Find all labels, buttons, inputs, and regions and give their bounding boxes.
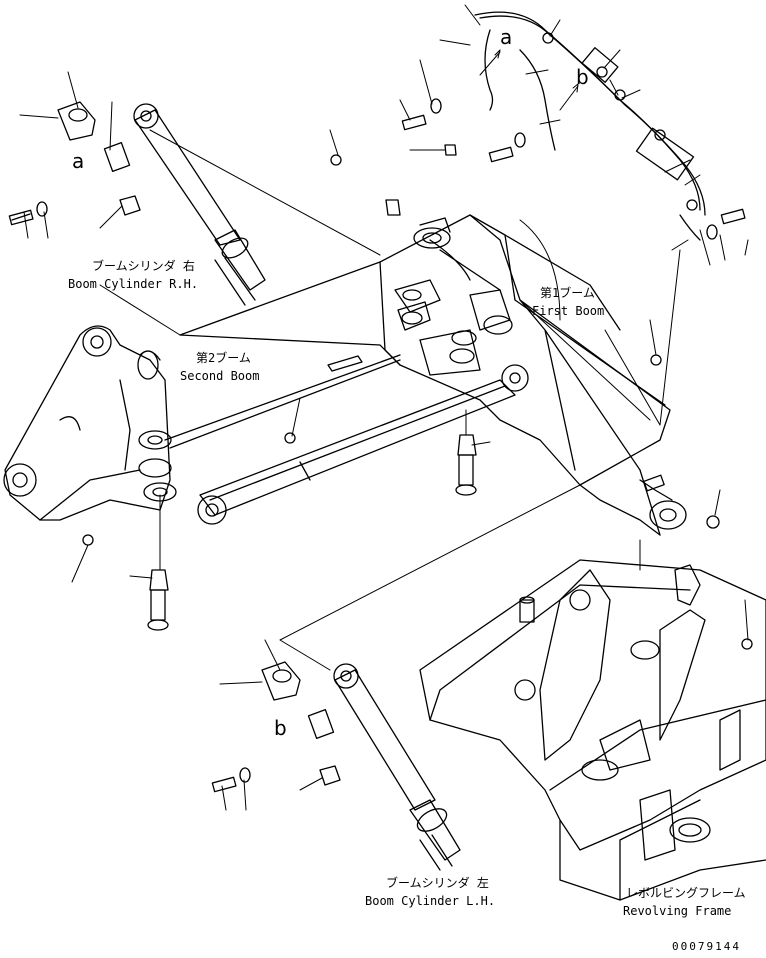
- second-boom: [3, 325, 177, 521]
- arm-cylinder: [164, 354, 529, 525]
- wiring-harness: [474, 11, 706, 241]
- second-boom-en: Second Boom: [180, 369, 259, 383]
- label-first-boom: 第1ブーム First Boom: [532, 285, 604, 318]
- boom-cylinder-lh: [333, 663, 461, 871]
- leader-lines: [19, 4, 749, 811]
- label-second-boom: 第2ブーム Second Boom: [180, 350, 259, 383]
- label-boom-cylinder-rh: ブームシリンダ 右 Boom Cylinder R.H.: [68, 258, 198, 291]
- callout-a-left: a: [72, 149, 84, 173]
- callout-b-left: b: [274, 716, 287, 740]
- revolving-frame-jp: レボルビングフレーム: [626, 886, 746, 900]
- revolving-frame-en: Revolving Frame: [623, 904, 731, 918]
- boom-cylinder-rh-jp: ブームシリンダ 右: [92, 258, 195, 273]
- boom-cylinder-rh: [133, 103, 266, 306]
- hardware-parts: [8, 98, 753, 793]
- boom-cylinder-lh-en: Boom Cylinder L.H.: [365, 894, 495, 908]
- callout-b-top: b: [576, 65, 589, 89]
- first-boom-jp: 第1ブーム: [540, 285, 595, 300]
- label-boom-cylinder-lh: ブームシリンダ 左 Boom Cylinder L.H.: [365, 875, 495, 908]
- callout-a-top: a: [500, 25, 512, 49]
- boom-cylinder-lh-jp: ブームシリンダ 左: [386, 875, 489, 890]
- first-boom-en: First Boom: [532, 304, 604, 318]
- second-boom-jp: 第2ブーム: [196, 350, 251, 365]
- boom-cylinder-rh-en: Boom Cylinder R.H.: [68, 277, 198, 291]
- drawing-code: 00079144: [672, 940, 741, 953]
- revolving-frame: [419, 559, 766, 901]
- label-revolving-frame: レボルビングフレーム Revolving Frame: [623, 886, 746, 918]
- first-boom: [179, 214, 687, 536]
